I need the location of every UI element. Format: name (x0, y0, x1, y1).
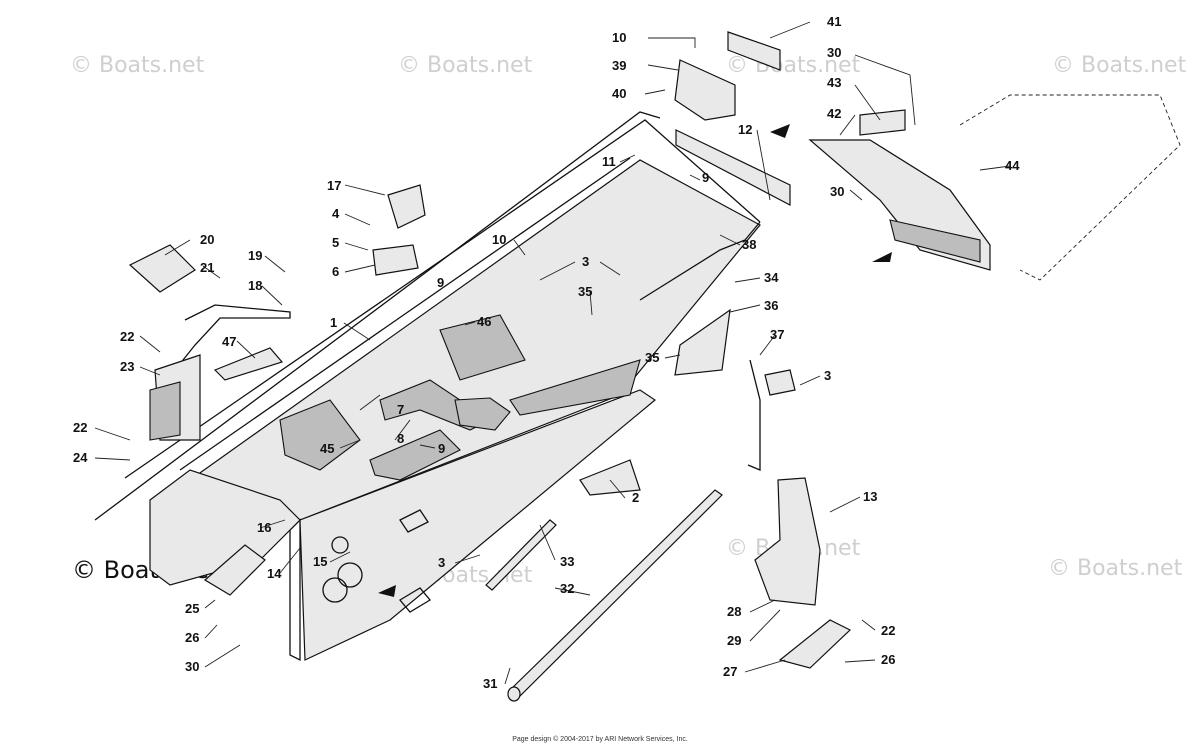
callout-4: 4 (332, 206, 340, 221)
callout-15: 15 (313, 554, 327, 569)
callout-6: 6 (332, 264, 339, 279)
callout-labels: 41 10 30 39 43 40 42 12 11 44 9 17 30 4 … (73, 14, 1020, 691)
callout-2: 2 (632, 490, 639, 505)
callout-24: 24 (73, 450, 88, 465)
callout-19: 19 (248, 248, 262, 263)
callout-31: 31 (483, 676, 497, 691)
callout-1: 1 (330, 315, 337, 330)
callout-22: 22 (73, 420, 87, 435)
callout-44: 44 (1005, 158, 1020, 173)
callout-42: 42 (827, 106, 841, 121)
callout-23: 23 (120, 359, 134, 374)
callout-30: 30 (185, 659, 199, 674)
callout-46: 46 (477, 314, 491, 329)
callout-16: 16 (257, 520, 271, 535)
callout-29: 29 (727, 633, 741, 648)
callout-14: 14 (267, 566, 282, 581)
callout-43: 43 (827, 75, 841, 90)
callout-39: 39 (612, 58, 626, 73)
upper-bracket-parts (674, 31, 791, 206)
callout-25: 25 (185, 601, 199, 616)
callout-27: 27 (723, 664, 737, 679)
callout-35: 35 (645, 350, 659, 365)
callout-10: 10 (492, 232, 506, 247)
callout-9: 9 (438, 441, 445, 456)
callout-40: 40 (612, 86, 626, 101)
watermark: © Boats.net (1052, 53, 1187, 78)
callout-30: 30 (830, 184, 844, 199)
rear-bumper-tube (485, 489, 723, 702)
callout-7: 7 (397, 402, 404, 417)
callout-9: 9 (437, 275, 444, 290)
callout-3: 3 (824, 368, 831, 383)
mid-bracket-parts (372, 184, 426, 276)
callout-3: 3 (438, 555, 445, 570)
callout-28: 28 (727, 604, 741, 619)
callout-11: 11 (602, 154, 616, 169)
callout-33: 33 (560, 554, 574, 569)
callout-21: 21 (200, 260, 214, 275)
callout-20: 20 (200, 232, 214, 247)
callout-47: 47 (222, 334, 236, 349)
callout-37: 37 (770, 327, 784, 342)
watermark: © Boats.net (70, 53, 205, 78)
callout-17: 17 (327, 178, 341, 193)
right-side-parts (674, 308, 852, 669)
left-side-parts (128, 244, 291, 441)
callout-26: 26 (185, 630, 199, 645)
callout-45: 45 (320, 441, 334, 456)
callout-36: 36 (764, 298, 778, 313)
callout-38: 38 (742, 237, 756, 252)
callout-5: 5 (332, 235, 339, 250)
callout-34: 34 (764, 270, 779, 285)
callout-8: 8 (397, 431, 404, 446)
rear-hitch-parts (808, 94, 1181, 281)
callout-13: 13 (863, 489, 877, 504)
callout-9: 9 (702, 170, 709, 185)
callout-32: 32 (560, 581, 574, 596)
watermark: © Boats.net (398, 53, 533, 78)
front-lower-parts (203, 459, 641, 596)
callout-26: 26 (881, 652, 895, 667)
callout-30: 30 (827, 45, 841, 60)
watermark: © Boats.net (1048, 556, 1183, 581)
callout-22: 22 (881, 623, 895, 638)
callout-3: 3 (582, 254, 589, 269)
callout-10: 10 (612, 30, 626, 45)
callout-22: 22 (120, 329, 134, 344)
callout-35: 35 (578, 284, 592, 299)
leader-lines (94, 21, 1011, 685)
callout-18: 18 (248, 278, 262, 293)
callout-41: 41 (827, 14, 841, 29)
direction-arrows (378, 124, 892, 597)
footer-copyright: Page design © 2004-2017 by ARI Network S… (512, 736, 688, 743)
callout-12: 12 (738, 122, 752, 137)
